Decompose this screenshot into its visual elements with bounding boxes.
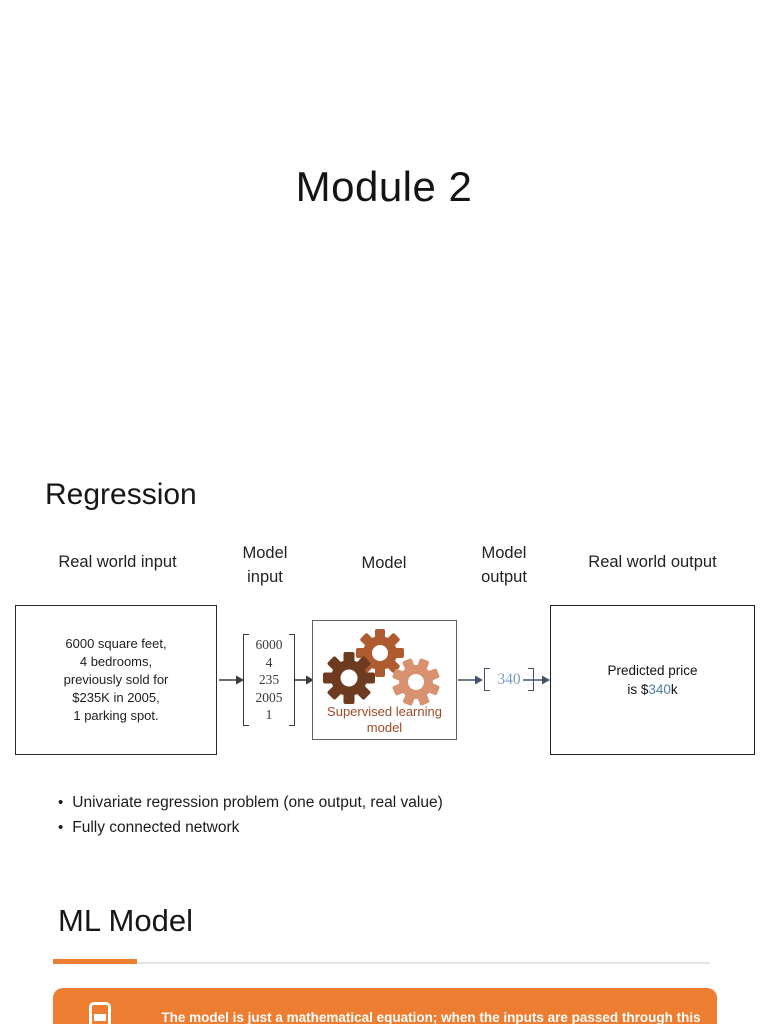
bracket-left	[484, 668, 490, 691]
arrow-right-icon	[523, 675, 550, 685]
model-box: Supervised learning model	[312, 620, 457, 740]
callout-text: The model is just a mathematical equatio…	[161, 1010, 701, 1024]
list-item: Fully connected network	[58, 815, 443, 840]
regression-heading: Regression	[45, 478, 197, 511]
matrix-values: 6000 4 235 2005 1	[255, 637, 283, 723]
callout-banner: The model is just a mathematical equatio…	[53, 988, 717, 1024]
input-box-text: 6000 square feet, 4 bedrooms, previously…	[63, 636, 169, 723]
arrow-right-icon	[294, 675, 314, 685]
col-label-model-output: Model output	[481, 544, 527, 586]
arrow-right-icon	[219, 675, 244, 685]
accent-divider	[53, 959, 137, 964]
arrow-right-icon	[458, 675, 483, 685]
divider-line	[137, 962, 710, 964]
predicted-value: 340	[648, 682, 671, 697]
col-label-model: Model	[361, 554, 407, 572]
ml-model-heading: ML Model	[58, 903, 193, 938]
matrix-left-bracket	[243, 634, 249, 726]
bullet-list: Univariate regression problem (one outpu…	[58, 790, 443, 840]
col-label-real-world-output: Real world output	[588, 553, 717, 571]
col-label-model-input: Model input	[242, 544, 288, 586]
col-label-real-world-input: Real world input	[58, 553, 177, 571]
slides-icon	[89, 1002, 111, 1024]
gears-icon	[323, 629, 440, 706]
output-vector-value: 340	[497, 670, 521, 688]
slide-title: Module 2	[295, 163, 473, 210]
model-label: Supervised learning model	[327, 704, 442, 735]
output-box-text: Predicted price is $340k	[607, 663, 698, 697]
real-world-input-box: 6000 square feet, 4 bedrooms, previously…	[15, 605, 217, 755]
input-vector-matrix: 6000 4 235 2005 1	[243, 634, 295, 726]
list-item: Univariate regression problem (one outpu…	[58, 790, 442, 815]
real-world-output-box: Predicted price is $340k	[550, 605, 755, 755]
